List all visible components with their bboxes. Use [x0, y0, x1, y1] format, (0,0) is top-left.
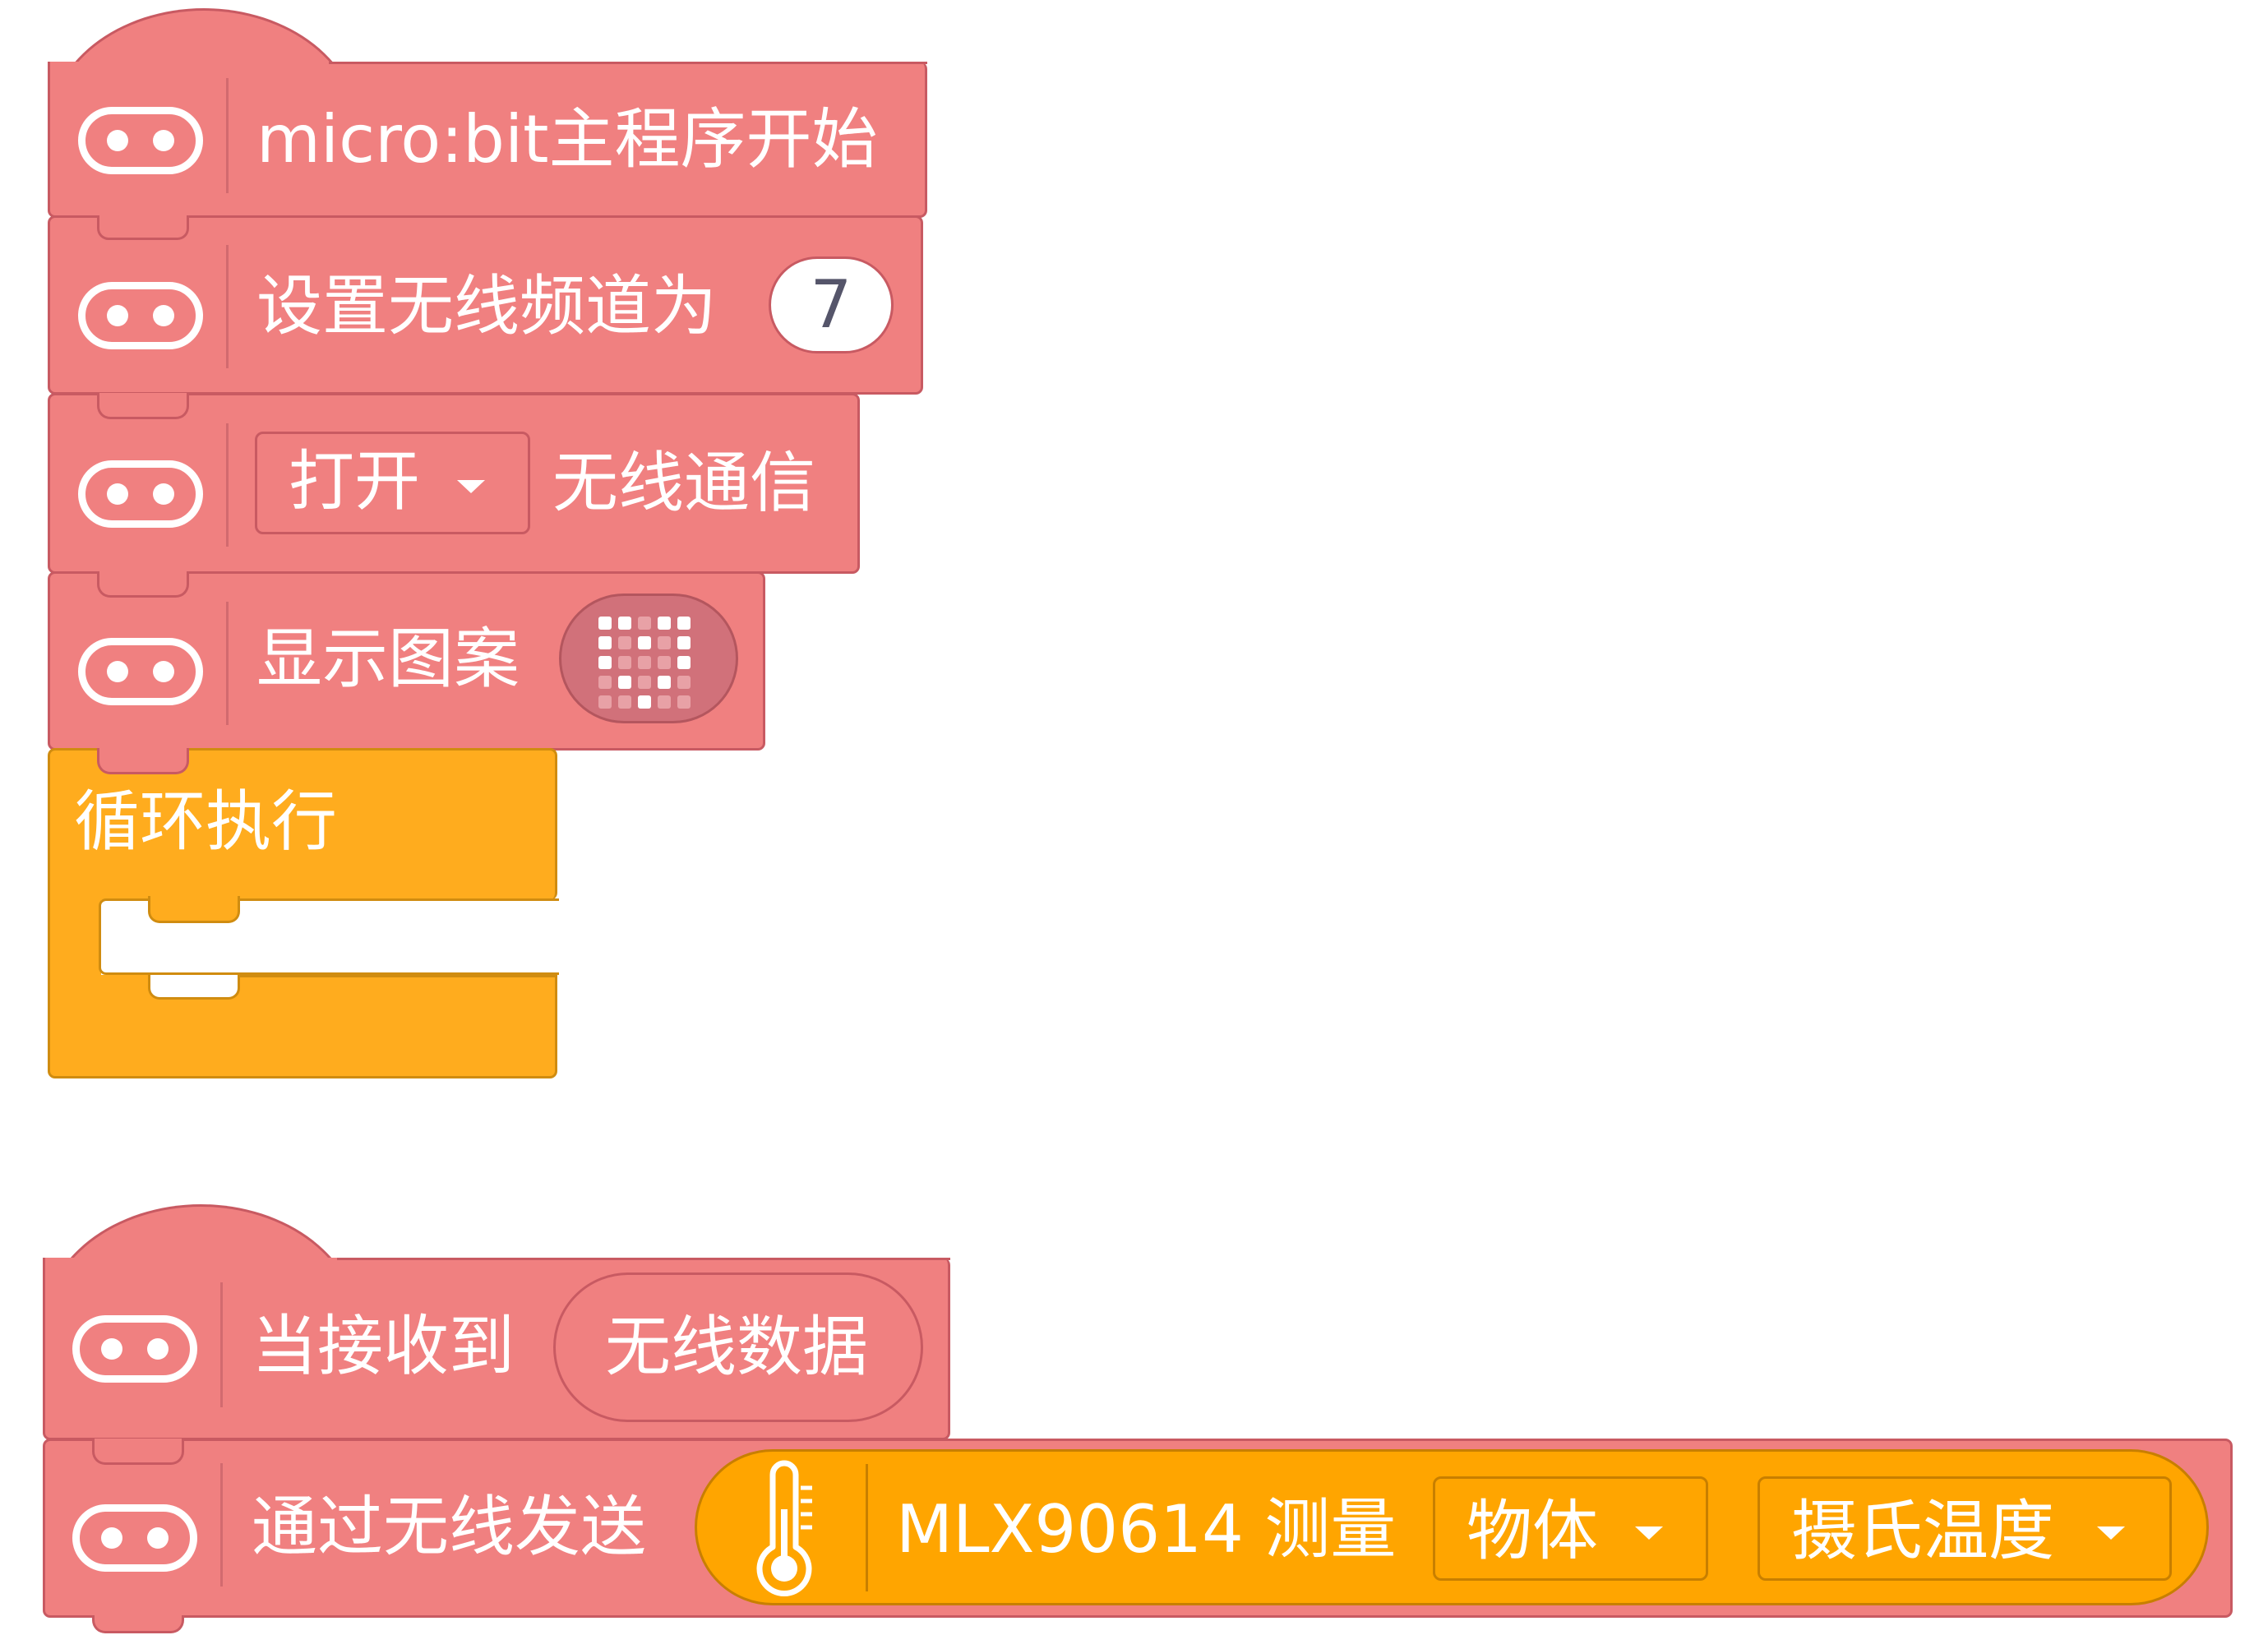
loop-bottom-bar — [48, 975, 557, 1078]
led-off — [618, 656, 631, 669]
microbit-icon — [78, 638, 203, 705]
dropdown-caret-icon — [2097, 1526, 2125, 1540]
temperature-unit-value: 摄氏温度 — [1791, 1493, 2054, 1569]
led-off — [598, 676, 612, 689]
radio-data-label: 无线数据 — [605, 1309, 868, 1385]
loop-label: 循环执行 — [74, 783, 337, 860]
led-on — [598, 656, 612, 669]
led-off — [638, 676, 651, 689]
block-bottom-notch — [92, 1615, 184, 1633]
channel-number-input[interactable]: 7 — [769, 256, 894, 353]
led-on — [658, 617, 671, 630]
led-on — [638, 636, 651, 649]
target-value: 物体 — [1467, 1493, 1598, 1569]
radio-send-label: 通过无线发送 — [252, 1489, 646, 1565]
led-on — [618, 617, 631, 630]
microbit-icon — [72, 1315, 197, 1383]
led-off — [618, 695, 631, 709]
block-notch — [97, 571, 189, 598]
led-on — [677, 656, 691, 669]
microbit-icon — [78, 460, 203, 528]
microbit-icon — [78, 107, 203, 174]
led-off — [677, 695, 691, 709]
led-off — [638, 656, 651, 669]
block-notch — [92, 1439, 184, 1465]
mlx90614-measure-label: MLX90614 测量 — [896, 1491, 1397, 1568]
led-off — [638, 617, 651, 630]
separator — [226, 423, 229, 547]
led-on — [677, 636, 691, 649]
mlx90614-reporter[interactable]: MLX90614 测量 物体 摄氏温度 — [695, 1449, 2209, 1605]
led-pattern-field[interactable] — [559, 593, 738, 723]
separator — [220, 1463, 223, 1587]
microbit-icon — [72, 1504, 197, 1572]
reporter-separator — [866, 1464, 868, 1591]
start-hat-topline — [329, 62, 927, 64]
receive-label: 当接收到 — [252, 1308, 515, 1384]
led-off — [658, 636, 671, 649]
led-on — [677, 617, 691, 630]
led-on — [638, 695, 651, 709]
loop-side-bar — [48, 896, 101, 978]
radio-state-value: 打开 — [289, 443, 420, 520]
set-channel-label: 设置无线频道为 — [256, 268, 717, 344]
dropdown-caret-icon — [457, 480, 485, 493]
separator — [220, 1282, 223, 1407]
loop-inner-notch-bottom — [148, 898, 240, 923]
radio-label: 无线通信 — [552, 445, 815, 521]
receive-hat-topline — [337, 1258, 950, 1260]
led-on — [598, 617, 612, 630]
separator — [226, 245, 229, 368]
led-off — [658, 656, 671, 669]
block-notch — [97, 748, 189, 774]
start-label: micro:bit主程序开始 — [256, 101, 878, 178]
radio-data-variable[interactable]: 无线数据 — [553, 1272, 923, 1422]
led-on — [658, 676, 671, 689]
target-dropdown[interactable]: 物体 — [1433, 1476, 1708, 1581]
led-on — [618, 676, 631, 689]
block-notch — [97, 393, 189, 419]
radio-state-dropdown[interactable]: 打开 — [255, 432, 530, 534]
show-pattern-label: 显示图案 — [256, 621, 520, 697]
led-off — [677, 676, 691, 689]
led-off — [598, 695, 612, 709]
temperature-unit-dropdown[interactable]: 摄氏温度 — [1758, 1476, 2172, 1581]
block-notch — [97, 215, 189, 240]
loop-bottom-topline — [240, 975, 557, 977]
dropdown-caret-icon — [1635, 1526, 1663, 1540]
separator — [226, 78, 229, 193]
loop-bottom-notch-cover — [148, 975, 240, 1000]
separator — [226, 602, 229, 725]
thermometer-icon — [756, 1460, 812, 1596]
led-on — [598, 636, 612, 649]
microbit-icon — [78, 282, 203, 349]
led-off — [658, 695, 671, 709]
led-off — [618, 636, 631, 649]
